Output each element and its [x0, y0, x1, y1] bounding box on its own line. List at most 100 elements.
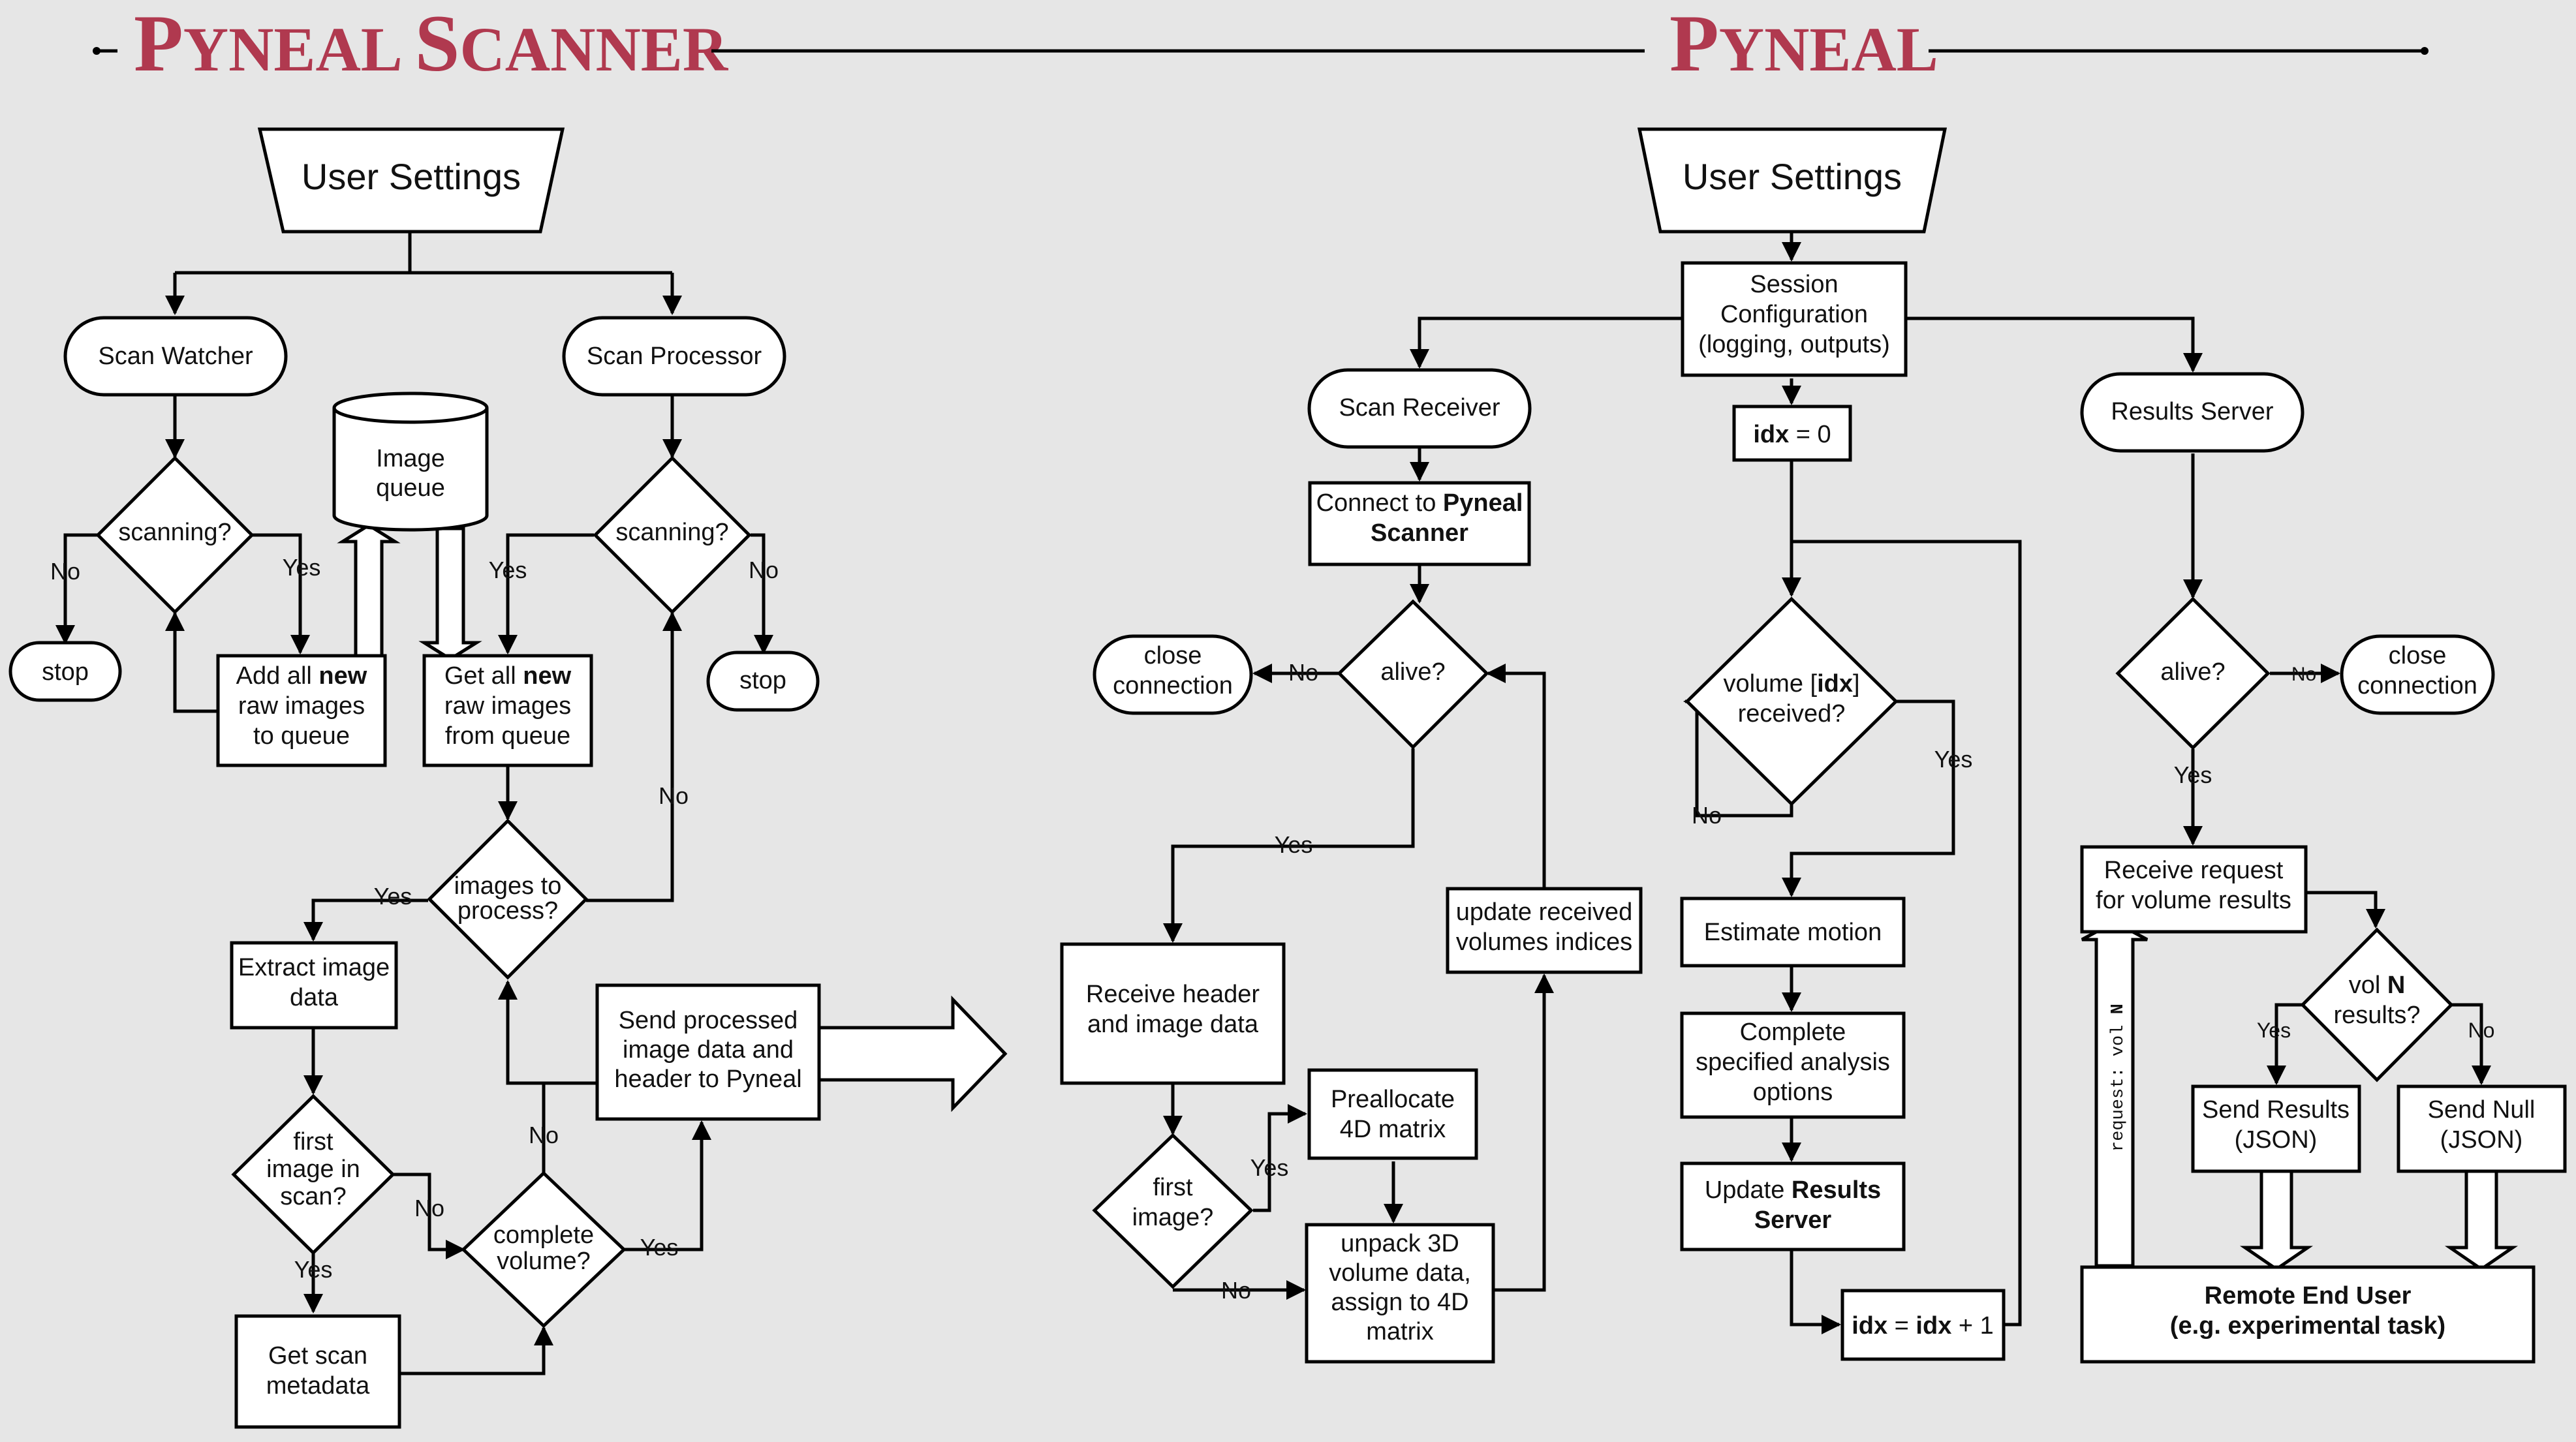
no-label: No	[749, 557, 779, 583]
header-pyneal: PYNEAL	[1669, 0, 1938, 88]
svg-text:volumes indices: volumes indices	[1456, 928, 1632, 956]
get-scan-metadata-node: Get scan metadata	[234, 1314, 401, 1429]
header-left: PYNEAL SCANNER	[93, 0, 1645, 88]
svg-text:Scan Receiver: Scan Receiver	[1339, 394, 1500, 422]
results-server-node: Results Server	[2080, 372, 2304, 453]
svg-text:Complete: Complete	[1740, 1019, 1846, 1046]
pyneal-edge-labels: No Yes Yes No No Yes No Yes Yes No reque…	[1221, 659, 2494, 1304]
estimate-motion-node: Estimate motion	[1680, 897, 1906, 968]
no-label: No	[2291, 664, 2316, 685]
big-arrow-to-pyneal	[817, 995, 1008, 1112]
header-pyneal-scanner: PYNEAL SCANNER	[134, 0, 729, 88]
svg-text:Send Results: Send Results	[2202, 1096, 2350, 1124]
no-label: No	[1692, 802, 1722, 829]
alive-decision-right: alive?	[2115, 596, 2271, 750]
svg-text:Session: Session	[1750, 271, 1838, 298]
scanning-decision-right: scanning?	[593, 455, 752, 615]
no-label: No	[529, 1122, 559, 1148]
remote-end-user-node: Remote End User (e.g. experimental task)	[2080, 1265, 2536, 1364]
svg-text:alive?: alive?	[1380, 658, 1445, 686]
svg-text:Extract image: Extract image	[238, 954, 390, 981]
svg-text:matrix: matrix	[1366, 1318, 1433, 1345]
complete-volume-decision: complete volume?	[461, 1171, 627, 1328]
svg-text:Connect to Pyneal: Connect to Pyneal	[1316, 489, 1523, 517]
svg-text:Add all new: Add all new	[236, 662, 367, 690]
update-results-server-node: Update Results Server	[1680, 1161, 1906, 1251]
header-right: PYNEAL	[1669, 0, 2429, 88]
svg-text:raw images: raw images	[238, 692, 365, 720]
svg-text:vol N: vol N	[2349, 972, 2406, 999]
yes-label: Yes	[1275, 831, 1313, 858]
svg-text:Configuration: Configuration	[1720, 301, 1868, 328]
svg-text:image in: image in	[266, 1156, 360, 1183]
svg-text:options: options	[1753, 1079, 1833, 1106]
svg-text:image?: image?	[1132, 1204, 1214, 1231]
svg-text:Update Results: Update Results	[1705, 1176, 1881, 1204]
no-label: No	[659, 782, 689, 809]
svg-text:alive?: alive?	[2160, 658, 2225, 686]
svg-text:Scan Watcher: Scan Watcher	[98, 343, 253, 370]
hollow-arrow-up	[337, 523, 401, 658]
svg-text:Scan Processor: Scan Processor	[587, 343, 762, 370]
scanning-decision-left: scanning?	[95, 455, 255, 615]
svg-text:scanning?: scanning?	[615, 519, 728, 546]
send-null-node: Send Null (JSON)	[2397, 1084, 2567, 1173]
svg-text:close: close	[2389, 642, 2447, 669]
pyneal-edges	[1163, 232, 2519, 1334]
svg-text:(e.g. experimental task): (e.g. experimental task)	[2170, 1312, 2445, 1340]
send-processed-node: Send processed image data and header to …	[595, 983, 821, 1121]
complete-analysis-node: Complete specified analysis options	[1680, 1011, 1906, 1119]
first-image-decision: first image in scan?	[231, 1094, 396, 1255]
svg-text:scan?: scan?	[280, 1183, 346, 1210]
alive-decision-left: alive?	[1337, 599, 1489, 750]
update-indices-node: update received volumes indices	[1446, 887, 1643, 974]
session-config-node: Session Configuration (logging, outputs)	[1681, 261, 1908, 377]
svg-text:idx = 0: idx = 0	[1753, 421, 1831, 448]
yes-label: Yes	[640, 1234, 679, 1261]
svg-text:first: first	[1153, 1174, 1193, 1201]
yes-label: Yes	[2174, 761, 2212, 788]
images-to-process-decision: images to process?	[427, 818, 589, 980]
close-connection-right: close connection	[2340, 634, 2495, 715]
svg-text:Remote End User: Remote End User	[2205, 1282, 2412, 1310]
svg-text:complete: complete	[493, 1221, 594, 1249]
svg-text:User Settings: User Settings	[1683, 156, 1902, 197]
yes-label: Yes	[489, 557, 527, 583]
svg-text:to queue: to queue	[253, 722, 350, 750]
svg-text:4D matrix: 4D matrix	[1340, 1116, 1446, 1143]
preallocate-node: Preallocate 4D matrix	[1307, 1068, 1478, 1160]
add-new-images-node: Add all new raw images to queue	[216, 654, 387, 767]
close-connection-left: close connection	[1093, 634, 1253, 715]
svg-text:Send Null: Send Null	[2428, 1096, 2536, 1124]
connect-scanner-node: Connect to Pyneal Scanner	[1308, 481, 1531, 566]
volume-received-decision: volume [idx] received?	[1684, 596, 1899, 806]
vol-n-decision: vol N results?	[2300, 927, 2454, 1082]
svg-text:from queue: from queue	[445, 722, 570, 750]
svg-text:results?: results?	[2333, 1002, 2420, 1029]
receive-request-node: Receive request for volume results	[2080, 845, 2308, 934]
request-vol-n-label: request: vol N	[2109, 1004, 2128, 1152]
svg-text:stop: stop	[42, 658, 89, 686]
svg-text:(JSON): (JSON)	[2235, 1126, 2318, 1154]
svg-text:idx = idx + 1: idx = idx + 1	[1852, 1312, 1994, 1340]
svg-text:update received: update received	[1456, 898, 1632, 926]
svg-text:data: data	[290, 984, 339, 1011]
svg-text:Send processed: Send processed	[619, 1007, 798, 1034]
receive-header-node: Receive header and image data	[1060, 942, 1286, 1085]
unpack-node: unpack 3D volume data, assign to 4D matr…	[1305, 1223, 1495, 1364]
svg-text:Estimate motion: Estimate motion	[1704, 919, 1882, 946]
scanner-edge-labels: No Yes Yes No No Yes No Yes No Yes	[50, 554, 779, 1283]
svg-text:Results Server: Results Server	[2111, 398, 2274, 425]
svg-text:and image data: and image data	[1087, 1011, 1259, 1038]
yes-label: Yes	[283, 554, 321, 581]
stop-left: stop	[8, 641, 122, 702]
svg-text:Receive request: Receive request	[2104, 857, 2284, 884]
svg-text:raw images: raw images	[444, 692, 571, 720]
yes-label: Yes	[2257, 1019, 2291, 1042]
yes-label: Yes	[1250, 1154, 1289, 1181]
hollow-arrow-null	[2444, 1169, 2519, 1272]
svg-text:scanning?: scanning?	[118, 519, 231, 546]
yes-label: Yes	[1934, 746, 1973, 773]
svg-text:received?: received?	[1738, 700, 1846, 728]
